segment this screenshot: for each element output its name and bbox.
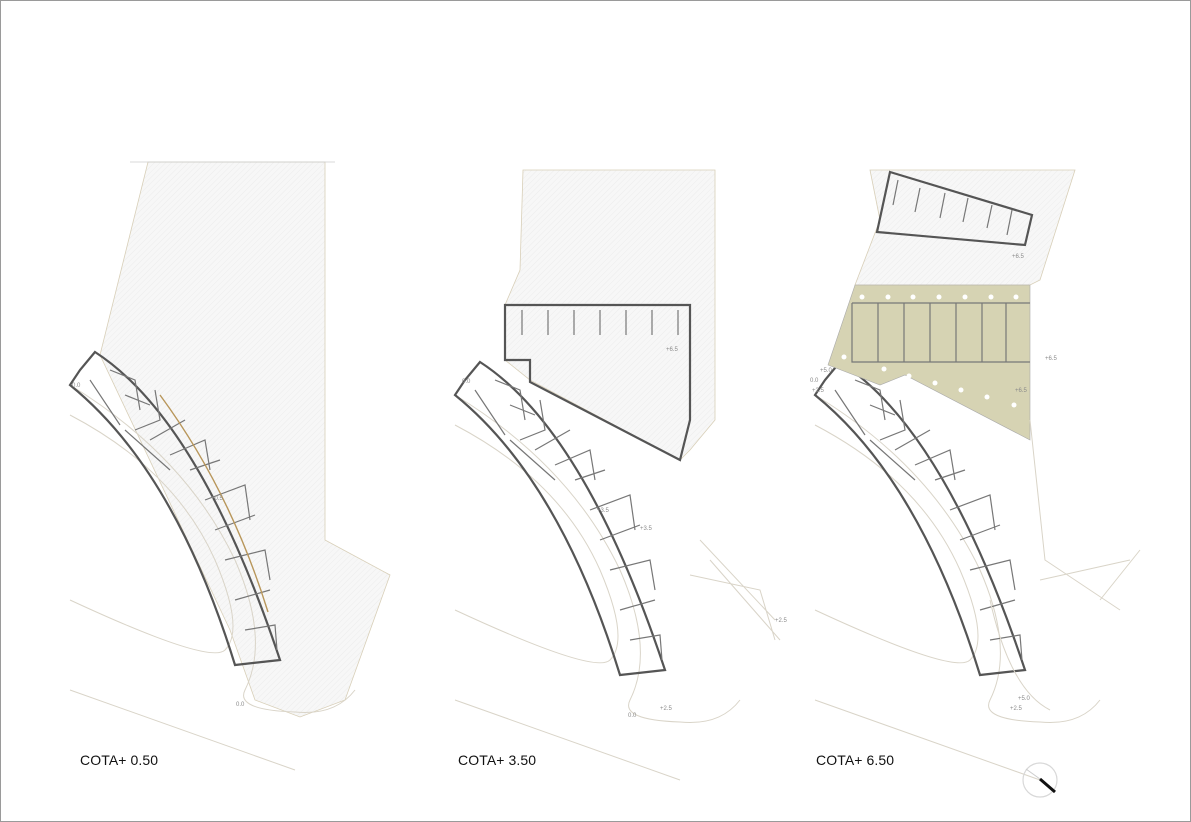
- north-arrow-icon: [1022, 762, 1058, 798]
- plan-cota-6-50: 0.0 +2.5 +5.0 +2.5 +5.0 +6.5 +6.5 +6.5: [810, 169, 1141, 782]
- level-mark: +6.5: [1012, 254, 1025, 260]
- level-mark: +3.5: [640, 526, 653, 532]
- plan-cota-3-50: 0.0 0.0 +2.5 +2.5 +3.5 +3.5 +6.5: [453, 169, 788, 782]
- level-mark: +6.5: [1045, 356, 1058, 362]
- plan-label-cota-0-50: COTA+ 0.50: [80, 752, 159, 768]
- level-mark: +2.5: [660, 706, 673, 712]
- level-mark: +0.5: [211, 496, 224, 502]
- level-mark: 0.0: [628, 713, 637, 719]
- plan-label-cota-3-50: COTA+ 3.50: [458, 752, 537, 768]
- level-mark: 0.0: [462, 379, 471, 385]
- level-mark: 0.0: [236, 702, 245, 708]
- level-mark: +2.5: [812, 388, 825, 394]
- plan-label-cota-6-50: COTA+ 6.50: [816, 752, 895, 768]
- level-mark: +2.5: [775, 618, 788, 624]
- tree-markers: [841, 294, 1019, 408]
- plan-cota-0-50: 0.0 0.0 +0.5: [68, 161, 391, 772]
- level-mark: +5.0: [1018, 696, 1031, 702]
- retaining-wall-line: [159, 394, 269, 613]
- level-mark: +5.0: [820, 368, 833, 374]
- level-mark: +2.5: [1010, 706, 1023, 712]
- level-mark: 0.0: [72, 383, 81, 389]
- level-mark: +6.5: [1015, 388, 1028, 394]
- level-mark: +6.5: [666, 347, 679, 353]
- level-mark: +3.5: [597, 508, 610, 514]
- level-mark: 0.0: [810, 378, 819, 384]
